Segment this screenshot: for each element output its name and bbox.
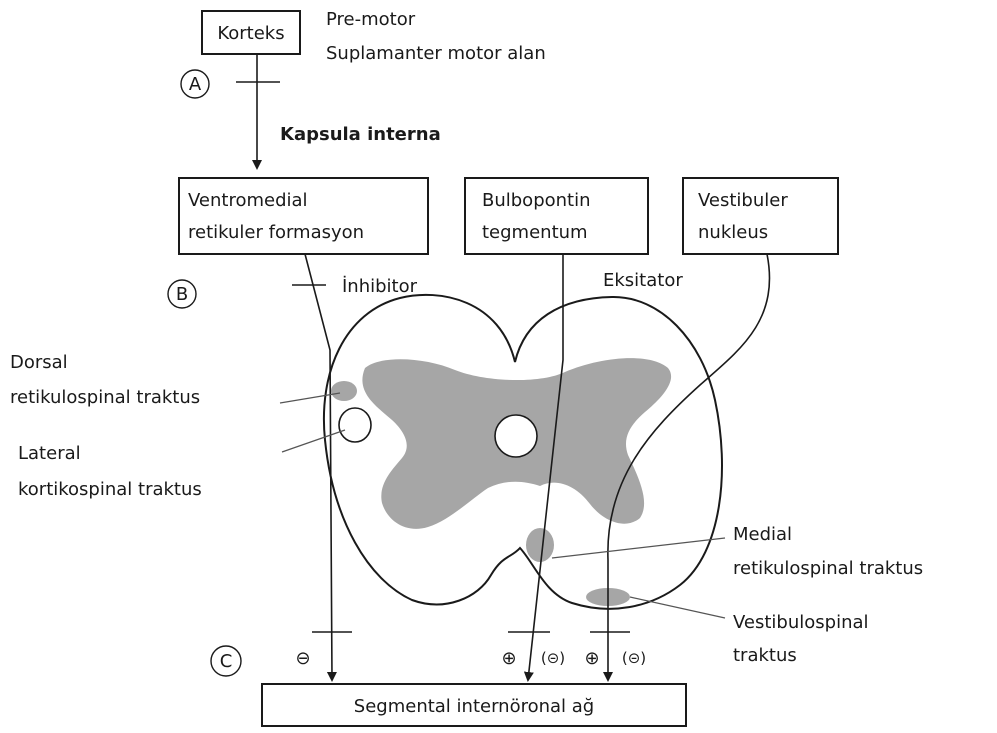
korteks-label: Korteks bbox=[217, 23, 284, 44]
vestibulospinal-label-1: Vestibulospinal bbox=[733, 612, 869, 633]
medial-label-1: Medial bbox=[733, 524, 792, 545]
vestibuler-label-2: nukleus bbox=[698, 222, 768, 243]
vestibulospinal-label-2: traktus bbox=[733, 645, 797, 666]
lateral-label-2: kortikospinal traktus bbox=[18, 479, 202, 500]
bulbopontin-label-1: Bulbopontin bbox=[482, 190, 591, 211]
lateral-kortikospinal-area bbox=[339, 408, 371, 442]
paren-minus-2: (⊝) bbox=[622, 649, 646, 667]
suplamanter-label: Suplamanter motor alan bbox=[326, 43, 546, 64]
minus-sign: ⊖ bbox=[295, 648, 310, 669]
segmental-label: Segmental internöronal ağ bbox=[354, 696, 594, 717]
dorsal-label-1: Dorsal bbox=[10, 352, 68, 373]
kapsula-interna-label: Kapsula interna bbox=[280, 124, 441, 145]
eksitator-label: Eksitator bbox=[603, 270, 683, 291]
premotor-label: Pre-motor bbox=[326, 9, 416, 30]
medial-retikulospinal-area bbox=[526, 528, 554, 562]
lateral-label-1: Lateral bbox=[18, 443, 81, 464]
plus-sign-1: ⊕ bbox=[501, 648, 516, 669]
inhibitor-label: İnhibitor bbox=[342, 276, 418, 297]
central-canal bbox=[495, 415, 537, 457]
bulbopontin-label-2: tegmentum bbox=[482, 222, 588, 243]
ventromedial-label-1: Ventromedial bbox=[188, 190, 308, 211]
vestibulospinal-leader bbox=[630, 597, 725, 618]
plus-sign-2: ⊕ bbox=[584, 648, 599, 669]
medial-label-2: retikulospinal traktus bbox=[733, 558, 923, 579]
dorsal-retikulospinal-area bbox=[331, 381, 357, 401]
marker-c-label: C bbox=[220, 651, 233, 672]
marker-a-label: A bbox=[189, 74, 202, 95]
paren-minus-1: (⊝) bbox=[541, 649, 565, 667]
dorsal-label-2: retikulospinal traktus bbox=[10, 387, 200, 408]
vestibuler-label-1: Vestibuler bbox=[698, 190, 788, 211]
marker-b-label: B bbox=[176, 284, 188, 305]
ventromedial-label-2: retikuler formasyon bbox=[188, 222, 364, 243]
